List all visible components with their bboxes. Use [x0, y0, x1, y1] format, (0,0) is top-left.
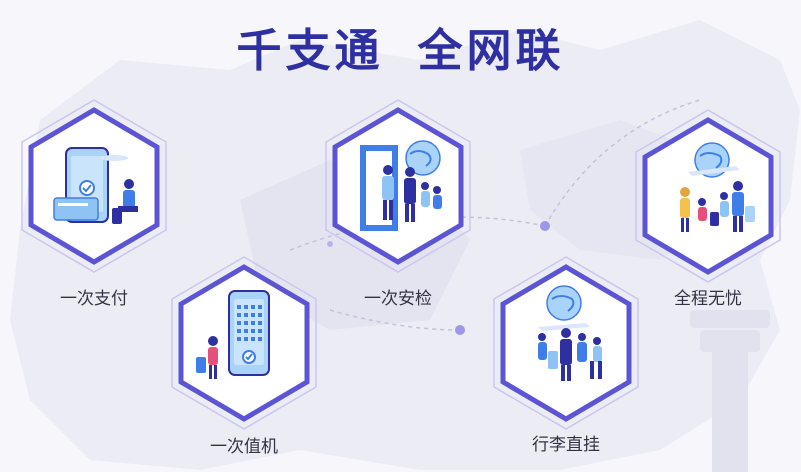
route-dot [540, 221, 550, 231]
feature-card-security [325, 99, 471, 273]
title-part-2: 全网联 [417, 24, 565, 77]
security-check-icon [360, 140, 442, 231]
feature-card-payment [21, 99, 167, 273]
title-part-1: 千支通 [236, 24, 384, 77]
feature-card-worry-free [635, 109, 781, 283]
flight-path [544, 99, 701, 227]
feature-card-checkin [171, 256, 317, 430]
route-dot [327, 241, 333, 247]
worry-free-travel-icon [680, 142, 755, 232]
control-tower-silhouette [690, 310, 770, 472]
feature-label-baggage: 行李直挂 [532, 435, 600, 455]
feature-label-payment: 一次支付 [60, 289, 128, 309]
route-dot [455, 325, 465, 335]
feature-label-security: 一次安检 [364, 289, 432, 309]
feature-card-baggage [493, 256, 639, 430]
baggage-through-icon [538, 285, 602, 381]
page-title: 千支通全网联 [0, 14, 801, 79]
flight-path [289, 216, 546, 251]
feature-label-worry-free: 全程无忧 [674, 289, 742, 309]
mobile-checkin-icon [196, 290, 270, 379]
feature-label-checkin: 一次值机 [210, 437, 278, 457]
phone-payment-icon [53, 147, 138, 224]
